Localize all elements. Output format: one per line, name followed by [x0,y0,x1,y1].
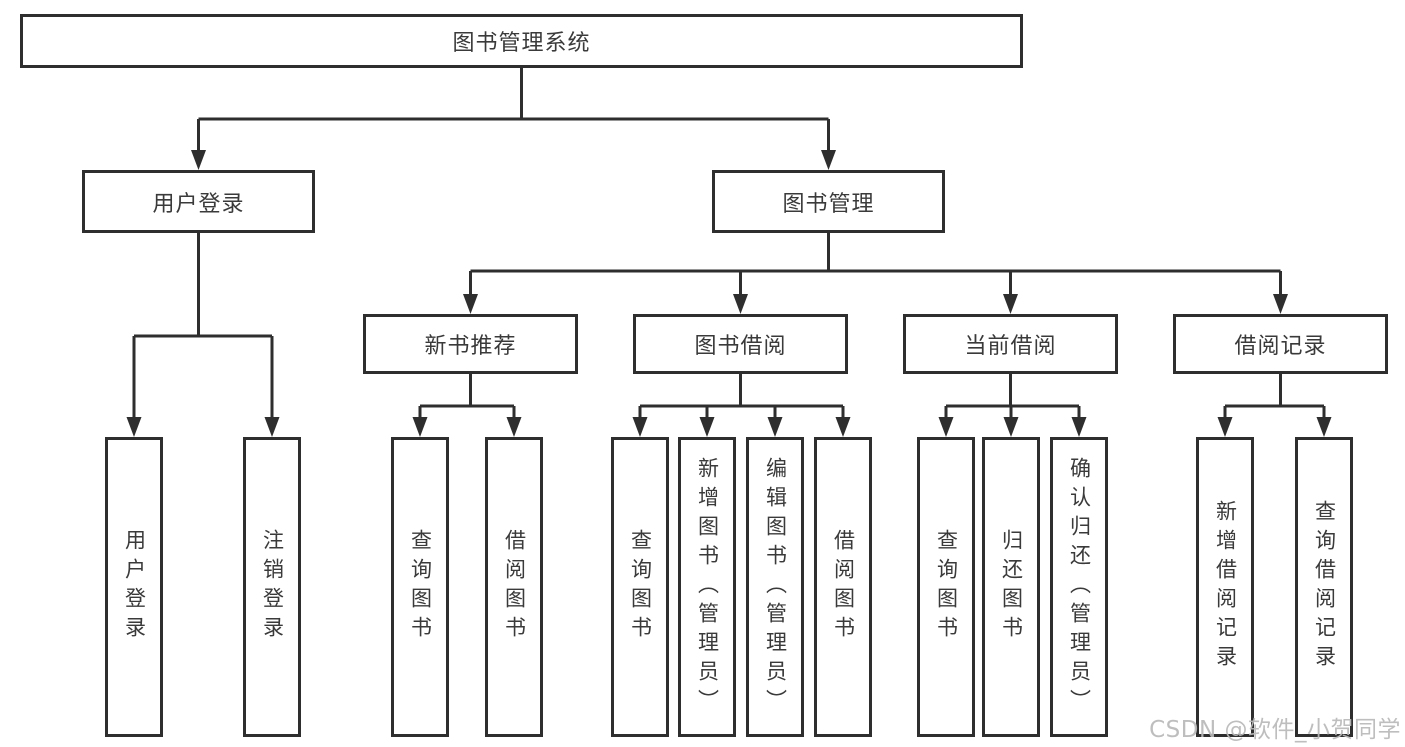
leaf-borrow-books-label: 借阅图书 [831,529,856,645]
node-book-borrow-label: 图书借阅 [694,334,787,359]
leaf-add-books-admin-label: 新增图书（管理员） [695,456,720,718]
node-borrow-records-label: 借阅记录 [1234,334,1327,359]
leaf-add-borrow-record: 新增借阅记录 [1196,437,1254,737]
node-user-login: 用户登录 [82,170,315,233]
node-library-management-system-label: 图书管理系统 [452,31,591,56]
leaf-recommend-query-books: 查询图书 [391,437,449,737]
leaf-query-borrow-record-label: 查询借阅记录 [1312,500,1337,674]
leaf-current-query-books: 查询图书 [917,437,975,737]
leaf-logout-label: 注销登录 [260,529,285,645]
node-new-book-recommend: 新书推荐 [363,314,578,374]
leaf-recommend-query-books-label: 查询图书 [408,529,433,645]
node-borrow-records: 借阅记录 [1173,314,1388,374]
leaf-borrow-query-books: 查询图书 [611,437,669,737]
node-current-borrow-label: 当前借阅 [964,334,1057,359]
leaf-return-books: 归还图书 [982,437,1040,737]
node-new-book-recommend-label: 新书推荐 [424,334,517,359]
node-book-management: 图书管理 [712,170,945,233]
leaf-current-query-books-label: 查询图书 [934,529,959,645]
leaf-add-books-admin: 新增图书（管理员） [678,437,736,737]
leaf-query-borrow-record: 查询借阅记录 [1295,437,1353,737]
leaf-confirm-return-admin-label: 确认归还（管理员） [1067,456,1092,718]
leaf-add-borrow-record-label: 新增借阅记录 [1213,500,1238,674]
leaf-user-login: 用户登录 [105,437,163,737]
node-book-management-label: 图书管理 [782,191,875,217]
leaf-borrow-books: 借阅图书 [814,437,872,737]
node-library-management-system: 图书管理系统 [20,14,1023,68]
node-current-borrow: 当前借阅 [903,314,1118,374]
node-book-borrow: 图书借阅 [633,314,848,374]
leaf-borrow-query-books-label: 查询图书 [628,529,653,645]
watermark: CSDN @软件_小贺同学 [1149,717,1401,743]
node-user-login-label: 用户登录 [152,191,245,217]
leaf-confirm-return-admin: 确认归还（管理员） [1050,437,1108,737]
leaf-recommend-borrow-books: 借阅图书 [485,437,543,737]
leaf-edit-books-admin: 编辑图书（管理员） [746,437,804,737]
leaf-recommend-borrow-books-label: 借阅图书 [502,529,527,645]
leaf-return-books-label: 归还图书 [999,529,1024,645]
leaf-logout: 注销登录 [243,437,301,737]
leaf-user-login-label: 用户登录 [122,529,147,645]
leaf-edit-books-admin-label: 编辑图书（管理员） [763,456,788,718]
arrowheads [126,150,1332,437]
